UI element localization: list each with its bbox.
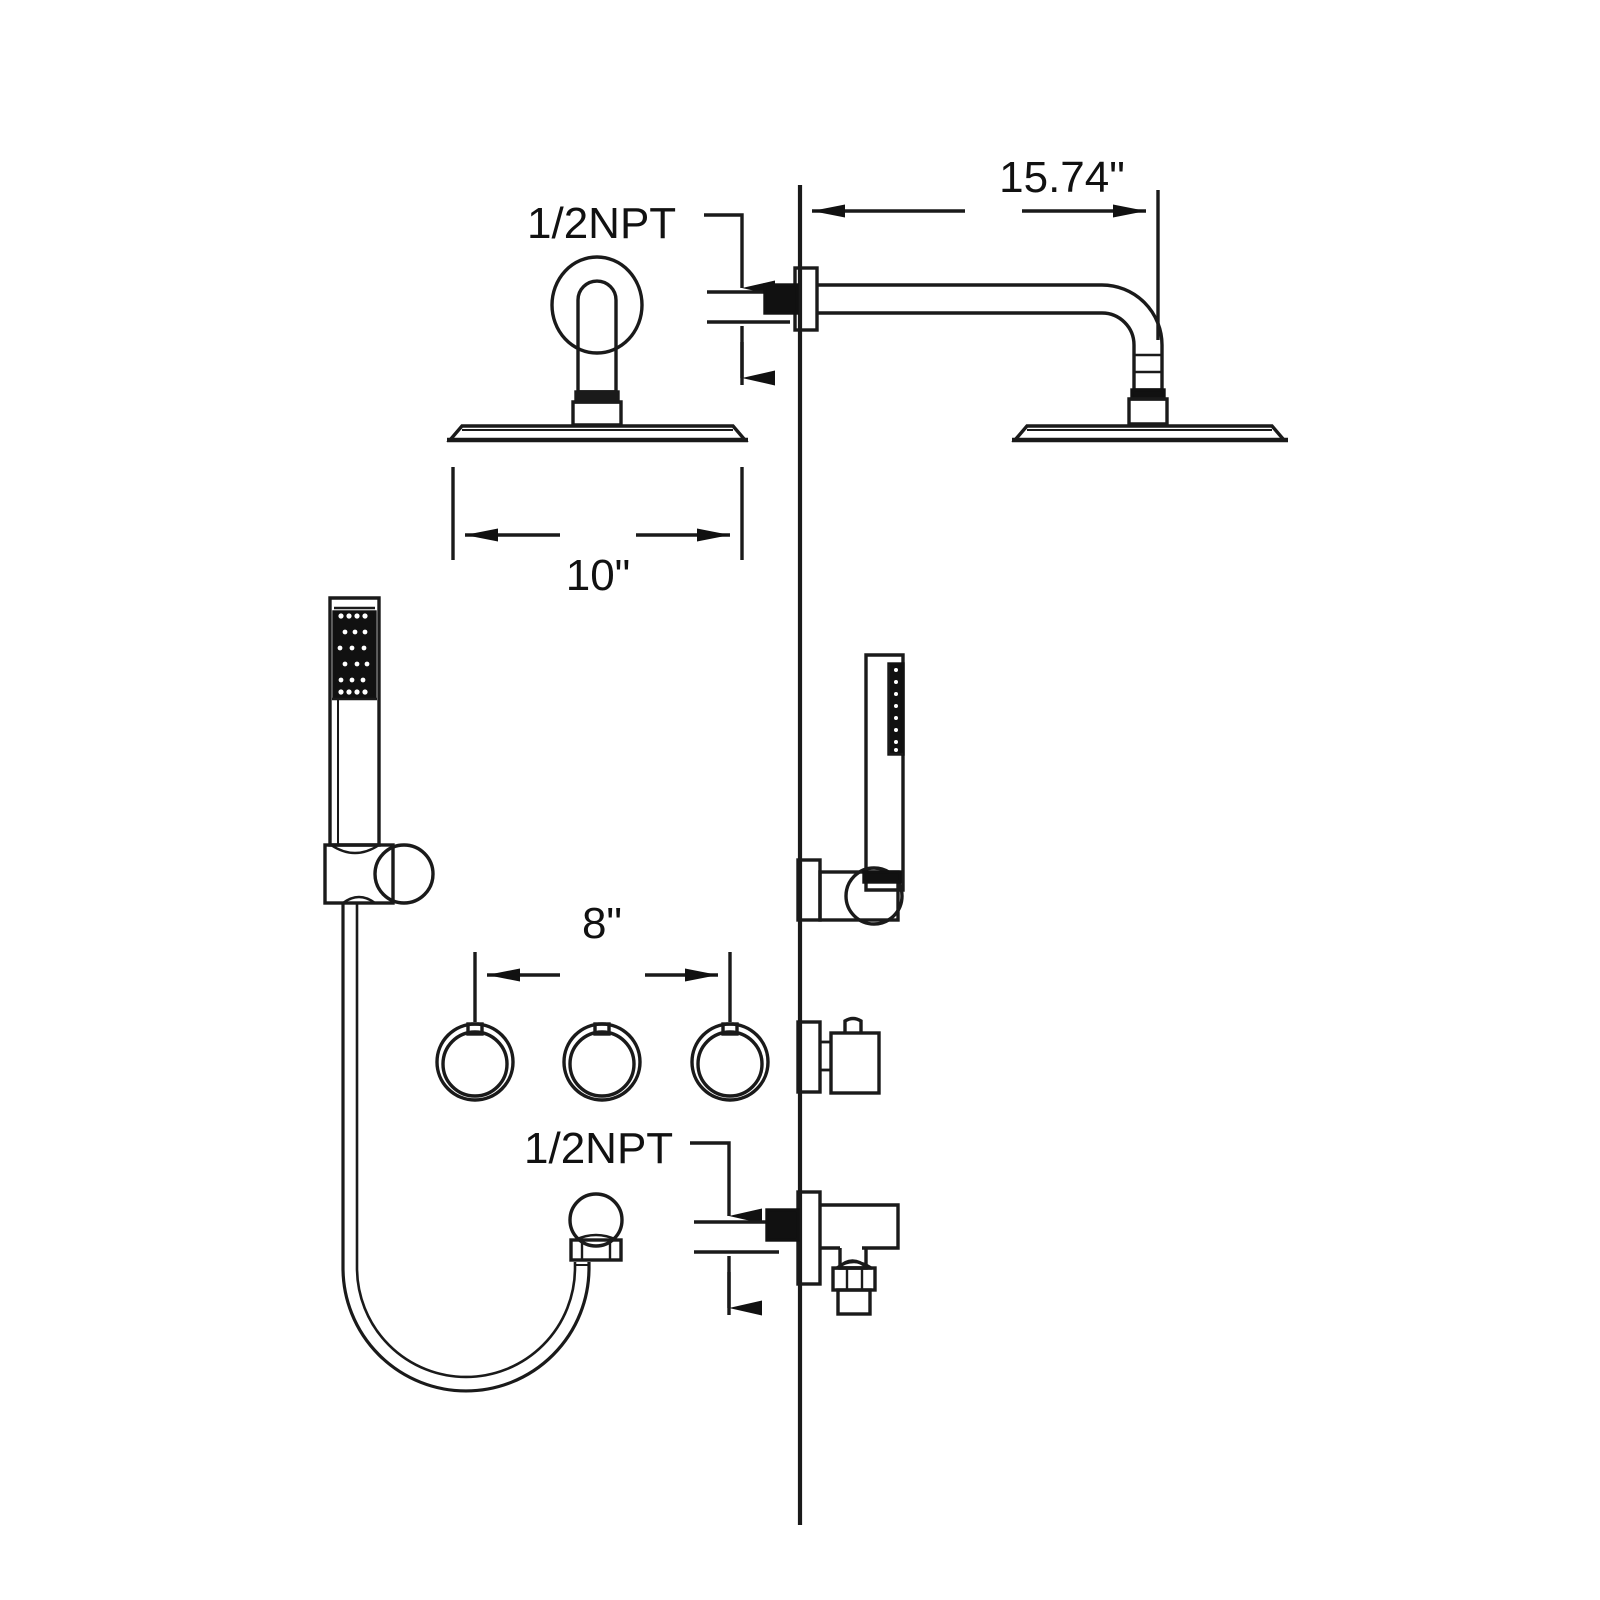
dimension-label-showerhead-diameter: 10" (566, 551, 631, 600)
rain-showerhead-front-view (446, 255, 749, 443)
valve-knob-left (435, 1022, 515, 1102)
hand-shower-wall-holder-side (796, 858, 904, 926)
wall-outlet-elbow-side-view (765, 1190, 900, 1316)
leader-npt-bottom (690, 1141, 779, 1316)
dimension-label-valve-spacing: 8" (582, 899, 622, 948)
hose-cone-connector (568, 1192, 624, 1262)
label-npt-top: 1/2NPT (527, 199, 676, 248)
hand-shower-wand-side-view (864, 653, 905, 892)
dimension-showerhead-diameter (451, 467, 744, 560)
wall-shower-arm (763, 266, 1288, 443)
hand-shower-wall-holder-front (323, 843, 435, 905)
valve-knob-right (690, 1022, 770, 1102)
label-npt-bottom: 1/2NPT (524, 1124, 673, 1173)
dimension-shower-arm-length (798, 188, 1160, 340)
dimension-valve-spacing (473, 952, 732, 1022)
valve-knob-center (562, 1022, 642, 1102)
flexible-shower-hose (341, 903, 591, 1393)
dimension-label-shower-arm-length: 15.74" (999, 153, 1125, 202)
hand-shower-wand-front-view (328, 596, 381, 847)
wall-diverter-body-side-view (796, 1016, 881, 1095)
